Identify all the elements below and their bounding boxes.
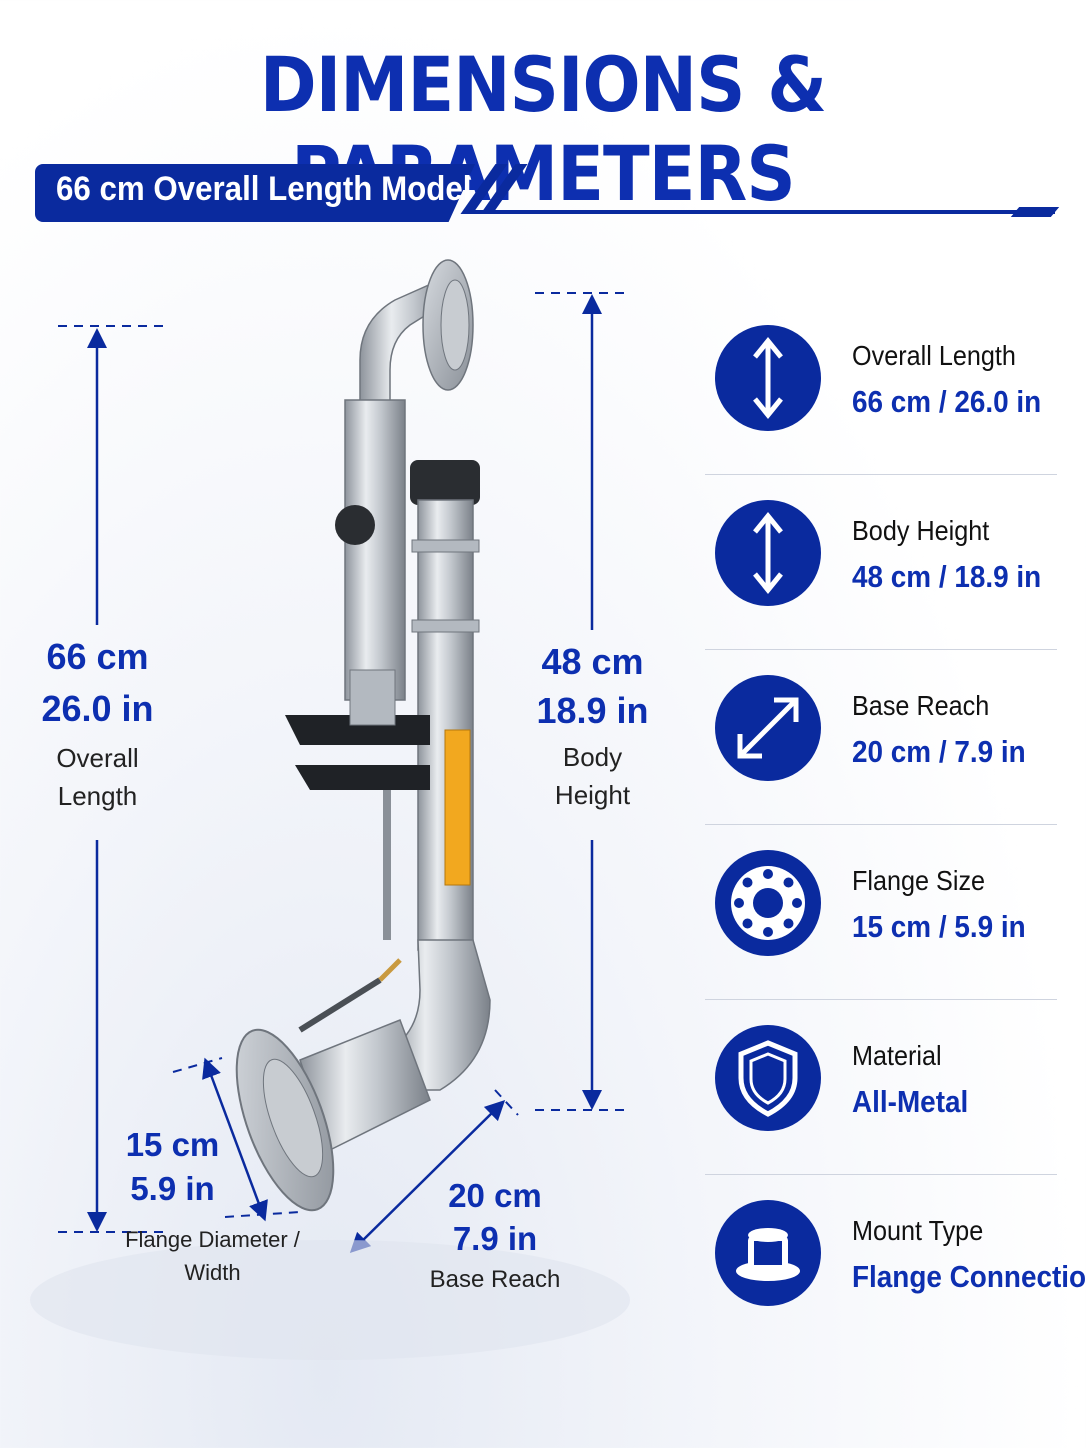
overall-length-metric: 66 cm	[46, 636, 149, 677]
body-height-metric: 48 cm	[541, 641, 644, 682]
vertical-arrow-icon	[715, 500, 821, 606]
subtitle-text: 66 cm Overall Length Model	[56, 170, 472, 208]
mount-icon	[715, 1200, 821, 1306]
spec-divider	[705, 1174, 1057, 1175]
page-title: DIMENSIONS & PARAMETERS	[259, 40, 827, 218]
flange-caption-1: Flange Diameter /	[125, 1227, 300, 1252]
spec-value: 20 cm / 7.9 in	[852, 734, 1026, 769]
base-reach-metric: 20 cm	[448, 1177, 542, 1214]
overall-length-imperial: 26.0 in	[41, 688, 154, 729]
subtitle-banner	[35, 164, 475, 222]
spec-label: Body Height	[852, 515, 990, 546]
spec-divider	[705, 999, 1057, 1000]
spec-value: 48 cm / 18.9 in	[852, 559, 1042, 594]
spec-row-overall-length: Overall Length 66 cm / 26.0 in	[705, 300, 1057, 475]
diagonal-arrow-icon	[715, 675, 821, 781]
spec-value: Flange Connection	[852, 1259, 1086, 1294]
flange-metric: 15 cm	[125, 1126, 220, 1163]
spec-row-material: Material All-Metal	[705, 1000, 1057, 1175]
body-height-caption-1: Body	[562, 742, 623, 772]
spec-row-mount-type: Mount Type Flange Connection	[705, 1175, 1086, 1350]
spec-label: Flange Size	[852, 865, 986, 896]
spec-row-body-height: Body Height 48 cm / 18.9 in	[705, 475, 1057, 650]
body-height-imperial: 18.9 in	[536, 690, 649, 731]
spec-value: All-Metal	[852, 1084, 969, 1119]
flange-imperial: 5.9 in	[130, 1170, 215, 1207]
spec-divider	[705, 474, 1057, 475]
spec-divider	[705, 649, 1057, 650]
spec-divider	[705, 824, 1057, 825]
overall-length-caption-2: Length	[57, 781, 138, 811]
base-reach-caption: Base Reach	[429, 1266, 561, 1293]
vertical-arrow-icon	[715, 325, 821, 431]
body-height-caption-2: Height	[554, 780, 631, 810]
spec-row-flange-size: Flange Size 15 cm / 5.9 in	[705, 825, 1057, 1000]
spec-value: 66 cm / 26.0 in	[852, 384, 1042, 419]
overall-length-caption-1: Overall	[56, 743, 139, 773]
flange-caption-2: Width	[184, 1260, 241, 1285]
spec-label: Overall Length	[852, 340, 1016, 371]
spec-label: Base Reach	[852, 690, 990, 721]
spec-label: Material	[852, 1040, 942, 1071]
spec-label: Mount Type	[852, 1215, 984, 1246]
flange-icon	[715, 850, 821, 956]
spec-row-base-reach: Base Reach 20 cm / 7.9 in	[705, 650, 1057, 825]
base-reach-imperial: 7.9 in	[452, 1220, 538, 1257]
spec-value: 15 cm / 5.9 in	[852, 909, 1026, 944]
banner-rule	[470, 210, 1055, 214]
shield-icon	[715, 1025, 821, 1131]
